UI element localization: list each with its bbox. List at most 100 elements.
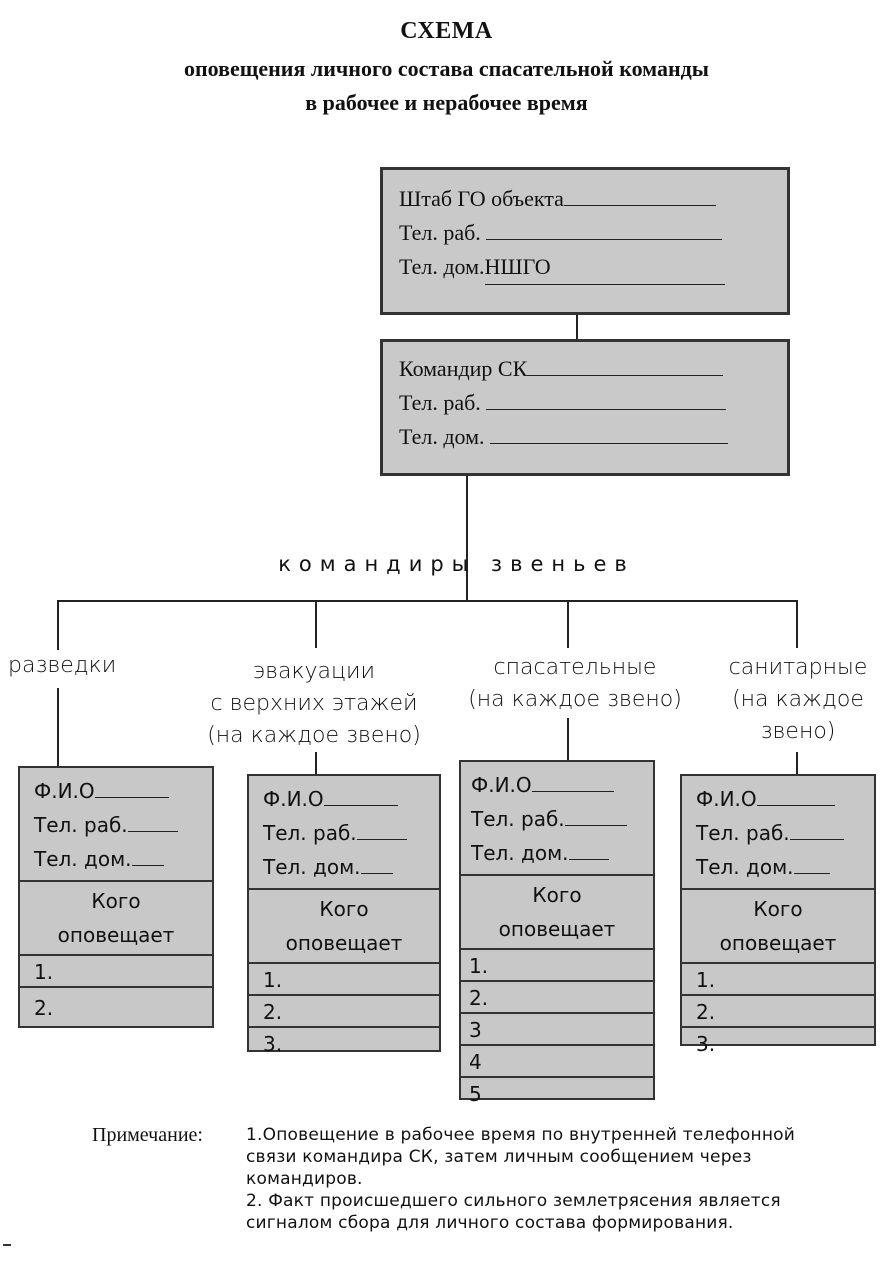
hq-home-value: НШГО	[484, 250, 725, 285]
column-label-evacuation: эвакуации с верхних этажей (на каждое зв…	[200, 656, 428, 752]
who-notifies-line: Кого	[753, 897, 803, 921]
note-paragraph-1: 1.Оповещение в рабочее время по внутренн…	[246, 1125, 796, 1189]
column-label-line: (на каждое	[732, 687, 864, 712]
blank-line	[563, 205, 716, 206]
blank-line	[360, 873, 393, 874]
column-label-rescue: спасательные (на каждое звено)	[460, 652, 690, 716]
blank-line	[356, 839, 407, 840]
connector-evacuation-card	[315, 752, 317, 774]
diagram-subtitle-line1: оповещения личного состава спасательной …	[184, 56, 709, 81]
who-notifies-header: Кого оповещает	[20, 882, 212, 956]
commander-row-home: Тел. дом.	[399, 420, 787, 454]
column-label-medical: санитарные (на каждое звено)	[718, 652, 878, 748]
diagram-title: СХЕМА	[400, 18, 493, 44]
blank-line	[531, 791, 614, 792]
hq-work-label: Тел. раб.	[399, 220, 481, 245]
list-item: 1.	[682, 964, 874, 996]
drop-medical	[796, 600, 798, 648]
column-label-line: с верхних этажей	[210, 691, 418, 716]
blank-line	[131, 865, 164, 866]
who-notifies-line: оповещает	[719, 931, 837, 955]
home-phone-label: Тел. дом.	[34, 847, 132, 871]
note-paragraph-2: 2. Факт происшедшего сильного землетрясе…	[246, 1191, 781, 1233]
commander-row-work: Тел. раб.	[399, 386, 787, 420]
blank-line	[127, 831, 178, 832]
blank-line	[564, 825, 627, 826]
card-header: Ф.И.О Тел. раб. Тел. дом.	[461, 762, 653, 876]
card-medical: Ф.И.О Тел. раб. Тел. дом. Кого оповещает…	[680, 774, 876, 1056]
card-recon: Ф.И.О Тел. раб. Тел. дом. Кого оповещает…	[18, 766, 214, 1028]
who-notifies-line: оповещает	[498, 917, 616, 941]
blank-line	[527, 375, 724, 376]
unit-commanders-label: командиры звеньев	[278, 552, 635, 576]
who-notifies-header: Кого оповещает	[461, 876, 653, 950]
blank-line	[323, 805, 398, 806]
column-label-line: эвакуации	[253, 659, 375, 684]
who-notifies-line: Кого	[532, 883, 582, 907]
fio-label: Ф.И.О	[696, 787, 757, 811]
work-phone-label: Тел. раб.	[471, 807, 565, 831]
work-phone-label: Тел. раб.	[696, 821, 790, 845]
list-item: 2.	[249, 996, 439, 1028]
column-label-line: разведки	[8, 653, 117, 678]
who-notifies-line: Кого	[319, 897, 369, 921]
card-header: Ф.И.О Тел. раб. Тел. дом.	[249, 776, 439, 890]
connector-hq-commander	[576, 315, 578, 339]
who-notifies-header: Кого оповещает	[249, 890, 439, 964]
home-phone-label: Тел. дом.	[696, 855, 794, 879]
drop-evacuation	[315, 600, 317, 648]
who-notifies-header: Кого оповещает	[682, 890, 874, 964]
list-item: 3.	[696, 1032, 716, 1056]
commander-name-label: Командир СК	[399, 356, 528, 381]
list-item: 2.	[34, 996, 54, 1020]
hq-row-work: Тел. раб.	[399, 216, 787, 250]
list-item: 5	[469, 1082, 482, 1106]
column-label-line: (на каждое звено)	[207, 723, 421, 748]
connector-rescue-card	[567, 718, 569, 760]
note-label: Примечание:	[92, 1124, 203, 1146]
work-phone-label: Тел. раб.	[263, 821, 357, 845]
home-phone-label: Тел. дом.	[263, 855, 361, 879]
connector-recon-card	[57, 688, 59, 766]
hq-name-label: Штаб ГО объекта	[399, 186, 564, 211]
blank-line	[789, 839, 844, 840]
blank-line	[486, 239, 723, 240]
card-header: Ф.И.О Тел. раб. Тел. дом.	[682, 776, 874, 890]
horizontal-bus	[57, 600, 798, 602]
hq-row-name: Штаб ГО объекта	[399, 182, 787, 216]
column-label-line: звено)	[760, 719, 836, 744]
list-item: 3.	[263, 1032, 283, 1056]
who-notifies-line: Кого	[91, 889, 141, 913]
margin-mark	[3, 1244, 11, 1246]
work-phone-label: Тел. раб.	[34, 813, 128, 837]
commander-row-name: Командир СК	[399, 352, 787, 386]
drop-rescue	[567, 600, 569, 648]
list-item: 1.	[249, 964, 439, 996]
list-item: 3	[461, 1014, 653, 1046]
card-header: Ф.И.О Тел. раб. Тел. дом.	[20, 768, 212, 882]
who-notifies-line: оповещает	[57, 923, 175, 947]
drop-recon	[57, 600, 59, 650]
list-item: 4	[461, 1046, 653, 1078]
blank-line	[486, 409, 727, 410]
commander-box: Командир СК Тел. раб. Тел. дом.	[380, 339, 790, 476]
note-text: 1.Оповещение в рабочее время по внутренн…	[246, 1124, 826, 1234]
column-label-recon: разведки	[8, 650, 118, 682]
card-rescue: Ф.И.О Тел. раб. Тел. дом. Кого оповещает…	[459, 760, 655, 1106]
column-label-line: спасательные	[493, 655, 657, 680]
fio-label: Ф.И.О	[263, 787, 324, 811]
card-evacuation: Ф.И.О Тел. раб. Тел. дом. Кого оповещает…	[247, 774, 441, 1056]
connector-medical-card	[796, 752, 798, 774]
list-item: 2.	[682, 996, 874, 1028]
column-label-line: (на каждое звено)	[468, 687, 682, 712]
fio-label: Ф.И.О	[34, 779, 95, 803]
blank-line	[793, 873, 830, 874]
fio-label: Ф.И.О	[471, 773, 532, 797]
blank-line	[490, 443, 729, 444]
list-item: 1.	[20, 956, 212, 988]
hq-home-label: Тел. дом.	[399, 254, 485, 279]
connector-commander-trunk	[466, 476, 468, 601]
home-phone-label: Тел. дом.	[471, 841, 569, 865]
hq-box: Штаб ГО объекта Тел. раб. Тел. дом.НШГО	[380, 167, 790, 315]
column-label-line: санитарные	[728, 655, 868, 680]
